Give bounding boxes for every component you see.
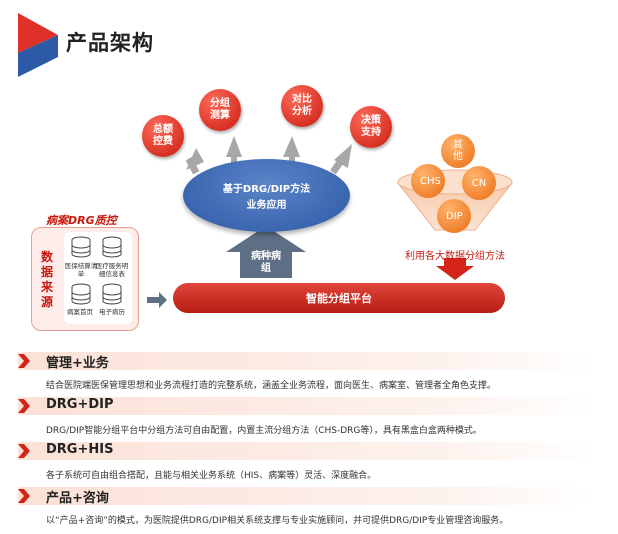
- data-source-item: 医疗服务明细信息表: [95, 262, 129, 278]
- section-desc: 各子系统可自由组合搭配，且能与相关业务系统（HIS、病案等）灵活、深度融合。: [46, 471, 377, 481]
- database-icon: [71, 236, 91, 258]
- disease-group-label: 病种病组: [251, 251, 281, 274]
- smart-grouping-platform: 智能分组平台: [173, 283, 505, 313]
- quality-control-title: 病案DRG质控: [46, 214, 117, 227]
- funnel-label: 利用各大数据分组方法: [405, 251, 505, 262]
- database-icon: [102, 283, 122, 305]
- section-title: 管理+业务: [46, 356, 109, 371]
- chevron-right-icon: [18, 489, 30, 503]
- data-source-item: 医保结算清单: [64, 262, 98, 278]
- method-dip: DIP: [437, 199, 471, 233]
- section-bar: [18, 352, 598, 370]
- section-bar: [18, 487, 598, 505]
- method-line2: 业务应用: [246, 200, 287, 211]
- output-total-cost-control: 总额控费: [142, 115, 184, 157]
- section-bar: [18, 442, 598, 460]
- page-title: 产品架构: [66, 31, 154, 55]
- chevron-right-icon: [18, 444, 30, 458]
- method-chs: CHS: [411, 164, 445, 198]
- section-desc: 以“产品+咨询”的模式，为医院提供DRG/DIP相关系统支撑与专业实施顾问，并可…: [46, 516, 509, 526]
- database-icon: [71, 283, 91, 305]
- section-desc: DRG/DIP智能分组平台中分组方法可自由配置，内置主流分组方法（CHS-DRG…: [46, 426, 482, 436]
- section-title: DRG+DIP: [46, 397, 114, 412]
- method-other: 其他: [441, 134, 475, 168]
- output-group-calculation: 分组测算: [199, 89, 241, 131]
- database-icon: [102, 236, 122, 258]
- output-comparison-analysis: 对比分析: [281, 85, 323, 127]
- method-cn: CN: [462, 166, 496, 200]
- data-source-item: 病案首页: [67, 308, 93, 316]
- data-source-item: 电子病历: [99, 308, 125, 316]
- section-desc: 结合医院端医保管理思想和业务流程打造的完整系统，涵盖全业务流程，面向医生、病案室…: [46, 381, 497, 391]
- data-source-label: 数据来源: [40, 250, 53, 309]
- chevron-right-icon: [18, 354, 30, 368]
- section-title: DRG+HIS: [46, 442, 114, 457]
- section-title: 产品+咨询: [46, 491, 109, 506]
- brand-logo: [18, 13, 58, 77]
- method-ellipse: 基于DRG/DIP方法 业务应用: [183, 159, 350, 232]
- method-line1: 基于DRG/DIP方法: [222, 184, 311, 195]
- section-bar: [18, 397, 598, 415]
- chevron-right-icon: [18, 399, 30, 413]
- output-decision-support: 决策支持: [350, 106, 392, 148]
